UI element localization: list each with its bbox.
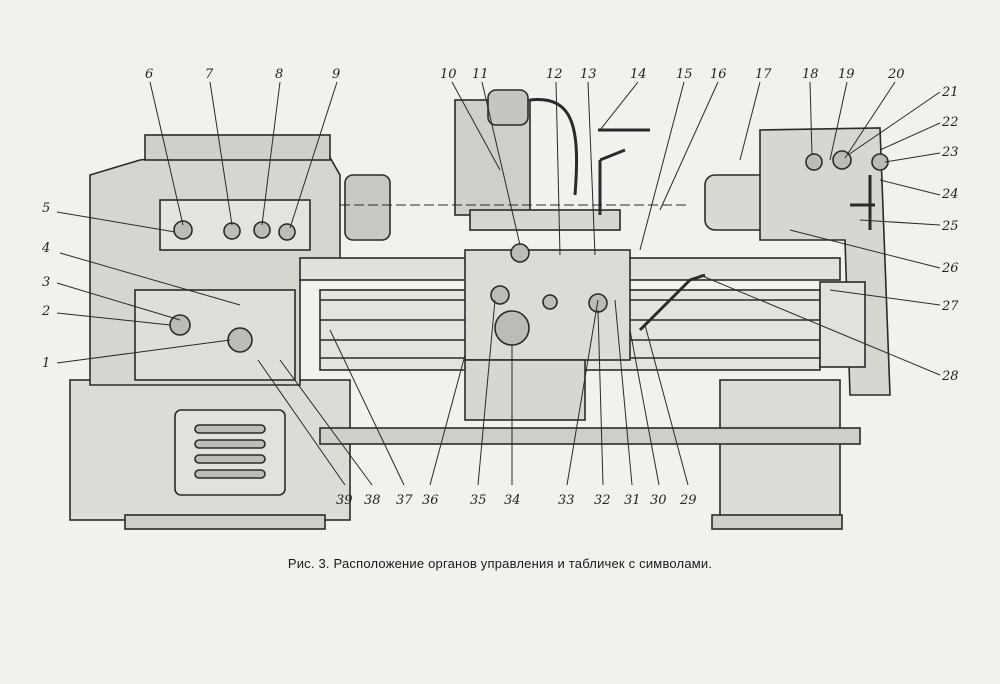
callout-22: 22 [941, 115, 959, 130]
callout-28: 28 [941, 369, 959, 384]
callout-21: 21 [941, 85, 959, 100]
callout-1: 1 [42, 356, 50, 371]
callout-10: 10 [440, 67, 457, 82]
callout-13: 13 [580, 67, 597, 82]
base-foot-left [124, 514, 326, 530]
lamp-arm [598, 128, 650, 215]
tool-post-head [487, 89, 529, 126]
callout-29: 29 [679, 493, 697, 508]
headstock-top [144, 134, 331, 161]
callout-2: 2 [41, 304, 50, 319]
motor-cover [174, 409, 286, 496]
callout-32: 32 [594, 493, 611, 508]
callout-6: 6 [145, 67, 153, 82]
feed-lever [638, 273, 706, 332]
callout-31: 31 [624, 493, 641, 508]
motor-vent-slots [194, 424, 266, 479]
bed-base-right [719, 379, 841, 521]
callout-23: 23 [941, 145, 959, 160]
callout-19: 19 [838, 67, 855, 82]
callout-14: 14 [630, 67, 647, 82]
callout-15: 15 [676, 67, 693, 82]
callout-25: 25 [941, 219, 959, 234]
control-knobs [169, 150, 889, 353]
callout-16: 16 [710, 67, 727, 82]
callouts-top: 6 7 8 9 10 11 12 13 14 15 16 17 18 19 20 [145, 67, 905, 82]
end-cover [819, 281, 866, 368]
callout-34: 34 [504, 493, 521, 508]
callout-35: 35 [470, 493, 487, 508]
callout-20: 20 [887, 67, 905, 82]
callout-9: 9 [332, 67, 340, 82]
callout-37: 37 [396, 493, 413, 508]
callout-39: 39 [336, 493, 353, 508]
callout-4: 4 [41, 241, 50, 256]
callout-26: 26 [941, 261, 959, 276]
callout-36: 36 [422, 493, 439, 508]
callout-7: 7 [205, 67, 214, 82]
callout-8: 8 [275, 67, 283, 82]
callout-5: 5 [42, 201, 50, 216]
callout-12: 12 [546, 67, 563, 82]
coolant-pipe [529, 98, 578, 196]
figure-caption: Рис. 3. Расположение органов управления … [287, 556, 713, 571]
callout-33: 33 [558, 493, 575, 508]
callouts-right: 21 22 23 24 25 26 27 28 [941, 85, 959, 384]
callout-18: 18 [802, 67, 819, 82]
callout-30: 30 [650, 493, 667, 508]
leader-lines [56, 81, 941, 486]
callout-27: 27 [941, 299, 959, 314]
callout-3: 3 [42, 275, 50, 290]
cross-slide [469, 209, 621, 231]
chuck [344, 174, 391, 241]
callout-24: 24 [941, 187, 959, 202]
callout-38: 38 [364, 493, 381, 508]
callout-17: 17 [755, 67, 772, 82]
apron-lower [464, 359, 586, 421]
chip-tray [319, 427, 861, 445]
apron-left-panel [134, 289, 296, 381]
base-foot-right [711, 514, 843, 530]
callout-11: 11 [472, 67, 489, 82]
callouts-left: 5 4 3 2 1 [41, 201, 50, 371]
callouts-bottom: 39 38 37 36 35 34 33 32 31 30 29 [336, 493, 697, 508]
